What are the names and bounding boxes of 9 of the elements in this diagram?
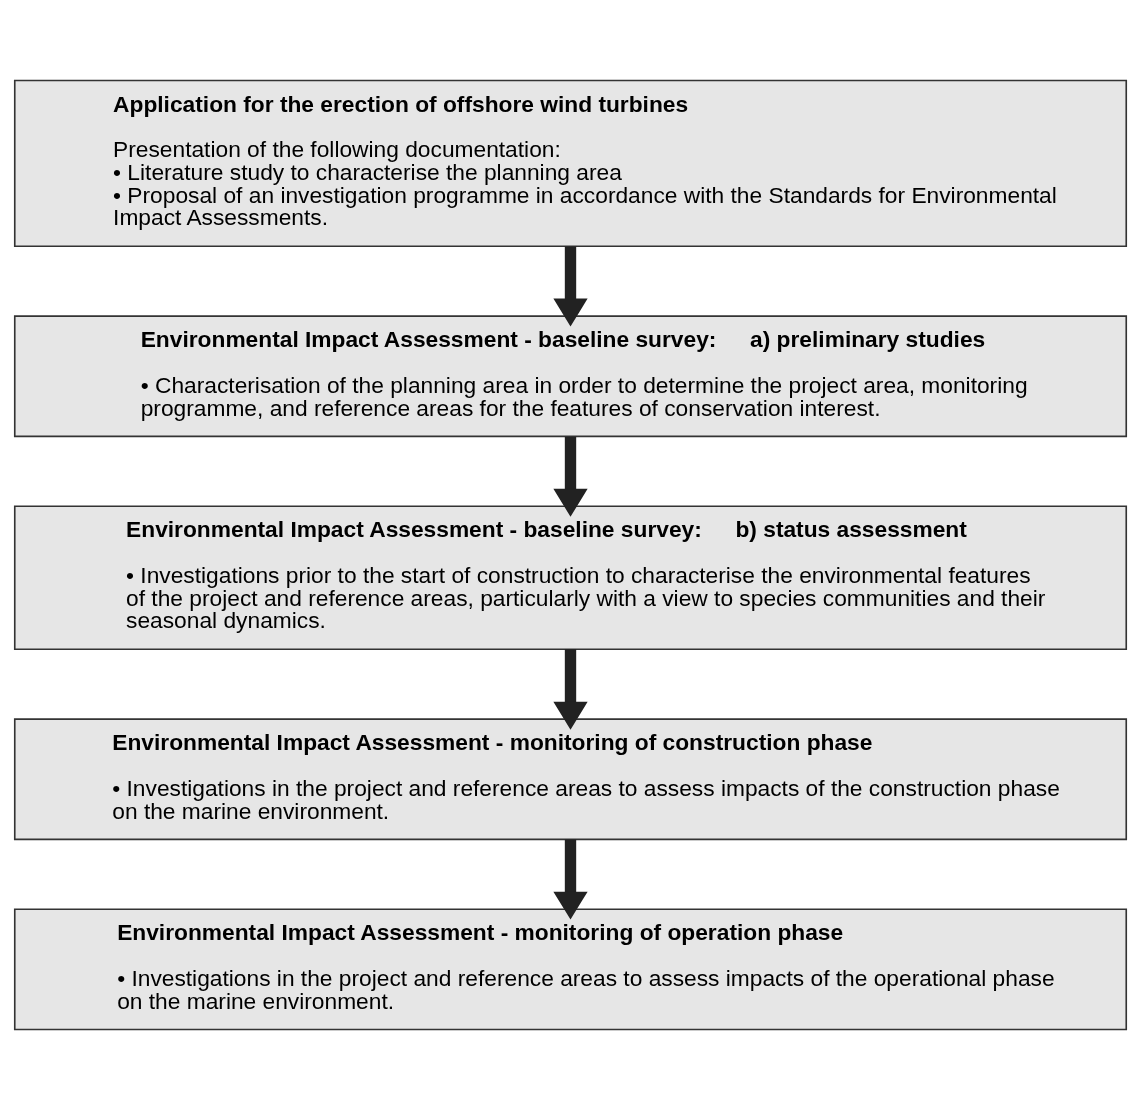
arrow — [553, 649, 588, 730]
node-box: Application for the erection of offshore wind turbines Presentation of the following documentation: • Literature study to characterise the planning area • Proposal of an investigation programme in accordance with the Standards for Environmental Impact Assessments. — [13, 79, 1128, 248]
node-box: Environmental Impact Assessment - monitoring of construction phase • Investigations in the project and reference areas to assess impacts of the construction phase on the marine environment. — [13, 718, 1128, 841]
arrow — [553, 436, 588, 517]
node-box: Environmental Impact Assessment - baseline survey: a) preliminary studies • Characterisation of the planning area in order to determine the project area, monitoring programme, and reference areas for the features of conservation interest. — [13, 315, 1128, 438]
node-box: Environmental Impact Assessment - monitoring of operation phase • Investigations in the project and reference areas to assess impacts of the operational phase on the marine environment. — [13, 908, 1128, 1031]
arrow — [553, 246, 588, 327]
node-box: Environmental Impact Assessment - baseline survey: b) status assessment • Investigations prior to the start of construction to characterise the environmental features of the project and reference areas, particularly with a view to species communities and their seasonal dynamics. — [13, 505, 1128, 651]
arrow — [553, 839, 588, 920]
